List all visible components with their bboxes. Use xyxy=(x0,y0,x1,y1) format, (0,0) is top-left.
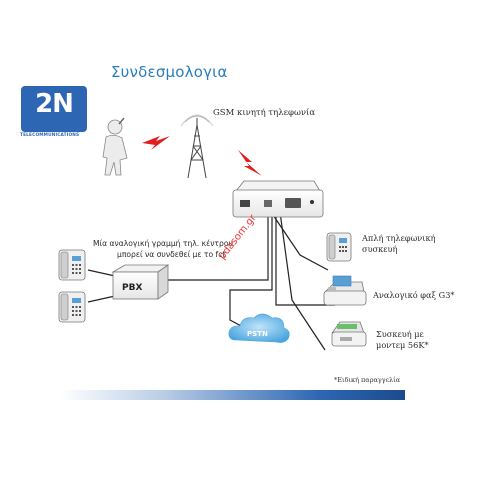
pbx-description-line1: Μία αναλογική γραμμή τηλ. κέντρου xyxy=(93,239,233,248)
antenna-tower-icon xyxy=(180,114,214,179)
fct-terminal-icon xyxy=(232,180,324,218)
desk-phone-icon xyxy=(326,232,352,262)
pbx-label: PBX xyxy=(122,283,142,293)
logo-mark: 2N xyxy=(35,89,74,119)
device-modem-line1: Συσκευή με xyxy=(376,329,424,339)
desk-phone-icon xyxy=(58,291,86,323)
cloud-icon: PSTN xyxy=(228,313,290,343)
device-fax-line1: Αναλογικό φαξ G3* xyxy=(373,290,455,300)
page-title: Συνδεσμολογια xyxy=(111,63,228,81)
pbx-description-line2: μπορεί να συνδεθεί με το fct xyxy=(117,250,226,259)
gsm-label: GSM κινητή τηλεφωνία xyxy=(213,108,316,118)
device-modem-line2: μοντεμ 56K* xyxy=(376,340,429,350)
footnote: *Ειδική παραγγελία xyxy=(334,376,401,384)
device-phone-line2: συσκευή xyxy=(362,244,398,254)
brand-logo: 2N xyxy=(21,86,87,132)
fax-icon xyxy=(323,275,367,306)
pstn-label: PSTN xyxy=(247,330,268,338)
connection-lines xyxy=(87,211,335,351)
logo-subtitle: TELECOMMUNICATIONS xyxy=(20,133,80,138)
desk-phone-icon xyxy=(58,249,86,281)
footer-gradient-bar xyxy=(60,390,405,400)
modem-icon xyxy=(331,321,367,347)
pbx-icon: PBX xyxy=(111,264,170,300)
person-with-phone-icon xyxy=(102,117,128,176)
lightning-icon xyxy=(142,136,170,150)
device-phone-line1: Απλή τηλεφωνική xyxy=(362,233,436,243)
lightning-icon xyxy=(238,150,262,176)
